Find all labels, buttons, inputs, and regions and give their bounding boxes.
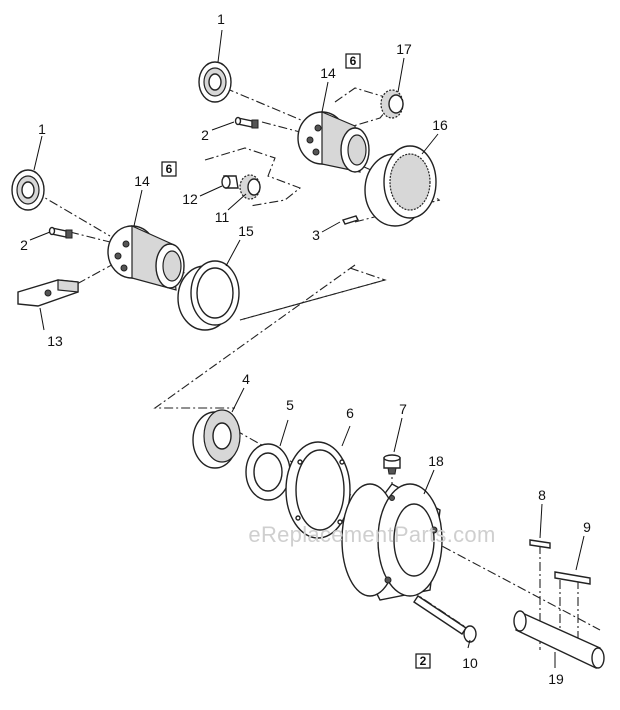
callout-12: 12 (182, 191, 198, 207)
callout-5: 5 (286, 397, 294, 413)
callout-1-top: 1 (217, 11, 225, 27)
sleeve-part-12 (221, 175, 239, 189)
callout-3: 3 (312, 227, 320, 243)
block-part-13 (17, 279, 79, 307)
planet-gear-part-17 (380, 89, 404, 119)
leader-lines (29, 29, 585, 668)
callout-14-left: 14 (134, 173, 150, 189)
boxed-kit-labels: 6 6 2 (161, 53, 431, 669)
pin-part-3 (342, 215, 359, 225)
screw-part-7 (383, 454, 401, 475)
key-part-8 (529, 539, 551, 549)
callout-7: 7 (399, 401, 407, 417)
callout-13: 13 (47, 333, 63, 349)
ring-part-15 (177, 260, 240, 331)
bolt-part-10 (413, 595, 477, 643)
planet-carrier-part-14-left (107, 225, 185, 291)
shaft-part-19 (513, 610, 605, 670)
callout-8: 8 (538, 487, 546, 503)
boxed-label-6-top: 6 (350, 54, 357, 68)
bearing-part-4 (192, 409, 241, 469)
key-part-9 (554, 571, 591, 585)
bearing-part-1-left (11, 169, 45, 211)
boxed-label-6-left: 6 (166, 162, 173, 176)
callout-labels: 1 1 2 2 3 4 5 6 7 8 9 10 11 12 13 14 14 … (20, 11, 591, 687)
boxed-label-2: 2 (420, 654, 427, 668)
callout-14-top: 14 (320, 65, 336, 81)
callout-10: 10 (462, 655, 478, 671)
callout-15: 15 (238, 223, 254, 239)
watermark-text: eReplacementParts.com (248, 522, 495, 547)
callout-11: 11 (215, 209, 230, 225)
bearing-part-1-top (198, 61, 232, 103)
callout-18: 18 (428, 453, 444, 469)
callout-6: 6 (346, 405, 354, 421)
gasket-part-6 (285, 441, 351, 539)
pin-part-2-top (234, 116, 259, 129)
seal-part-5 (245, 443, 291, 501)
ring-gear-part-16 (364, 145, 437, 227)
callout-4: 4 (242, 371, 250, 387)
callout-9: 9 (583, 519, 591, 535)
housing-part-18 (341, 483, 443, 601)
assembly-axes (34, 87, 601, 650)
callout-2-top: 2 (201, 127, 209, 143)
callout-1-left: 1 (38, 121, 46, 137)
callout-16: 16 (432, 117, 448, 133)
pin-part-2-left (48, 226, 73, 239)
planet-carrier-part-14-top (297, 111, 370, 173)
planet-gear-part-11 (239, 174, 261, 200)
callout-2-left: 2 (20, 237, 28, 253)
callout-17: 17 (396, 41, 412, 57)
callout-19: 19 (548, 671, 564, 687)
